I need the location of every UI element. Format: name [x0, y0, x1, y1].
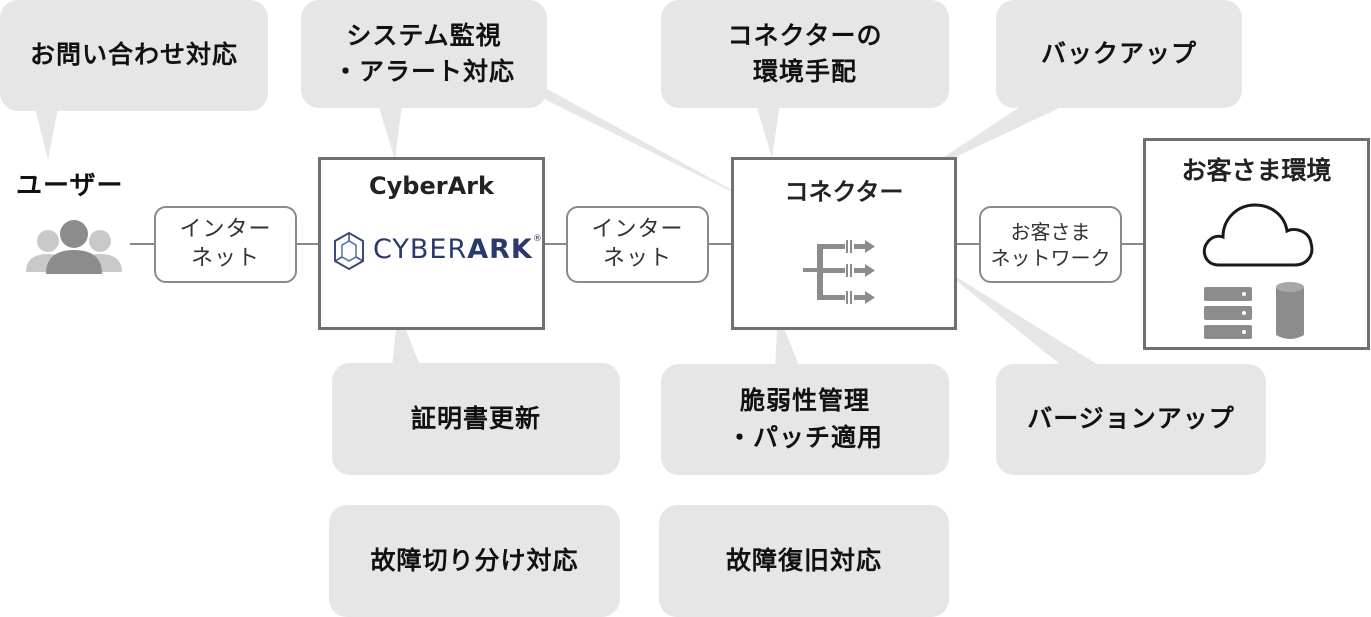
customer-env-title: お客さま環境 [1181, 156, 1332, 185]
callout-version-up: バージョンアップ [996, 364, 1266, 475]
cyberark-box: CyberArk CYBERARK® [318, 157, 545, 330]
database-icon [1276, 282, 1304, 339]
callout-fault-isolation: 故障切り分け対応 [329, 505, 620, 617]
connector-box: コネクター [731, 157, 957, 330]
cyberark-logo-icon [334, 231, 364, 271]
callout-cert-renewal: 証明書更新 [332, 363, 620, 475]
callout-monitoring: システム監視 ・アラート対応 [301, 0, 547, 108]
users-icon [26, 220, 122, 274]
customer-env-box: お客さま環境 [1143, 138, 1370, 350]
callout-fault-recovery: 故障復旧対応 [659, 505, 949, 617]
connector-icon [803, 240, 875, 304]
cloud-icon [1202, 203, 1314, 267]
internet-box-2: インター ネット [566, 206, 709, 283]
pointer-monitoring-connector [516, 72, 765, 208]
callout-connector-env: コネクターの 環境手配 [661, 0, 949, 108]
pointer-monitoring [378, 104, 402, 160]
connector-title: コネクター [784, 178, 904, 206]
customer-network-box: お客さま ネットワーク [979, 206, 1122, 283]
callout-vuln-mgmt: 脆弱性管理 ・パッチ適用 [661, 364, 949, 475]
server-icon [1204, 287, 1252, 339]
callout-inquiry: お問い合わせ対応 [0, 0, 268, 111]
cyberark-logo-text: CYBERARK® [373, 234, 543, 265]
cyberark-title: CyberArk [369, 172, 494, 200]
pointer-version [937, 265, 1100, 366]
callout-backup: バックアップ [996, 0, 1242, 108]
user-label: ユーザー [16, 171, 124, 201]
pointer-inquiry [35, 108, 58, 160]
internet-box-1: インター ネット [154, 206, 297, 283]
pointer-connector-env [756, 104, 780, 158]
